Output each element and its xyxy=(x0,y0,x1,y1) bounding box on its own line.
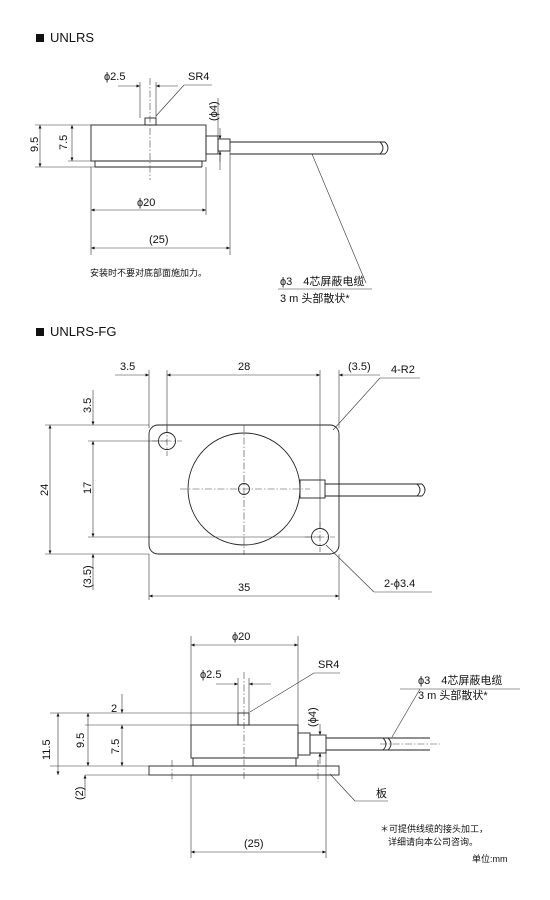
footnote-line-2: 详细请向本公司咨询。 xyxy=(388,836,478,847)
drawing-unlrs-fg-top: 3.5 28 (3.5) 4-R2 24 3.5 17 (3.5) 35 2-ϕ… xyxy=(39,361,432,600)
cable-spec: ϕ3 4芯屏蔽电缆 xyxy=(418,673,502,687)
dim-sr4: SR4 xyxy=(188,71,209,83)
sensor-body xyxy=(190,724,299,759)
dim-diameter-20: ϕ20 xyxy=(137,197,155,209)
cable-spec: ϕ3 4芯屏蔽电缆 xyxy=(280,274,364,288)
dim-width-25: (25) xyxy=(149,234,169,246)
dim-plate-thickness-2: (2) xyxy=(74,787,86,800)
dim-diameter-4: (ϕ4) xyxy=(208,101,220,121)
dim-offset-3-5-ref: (3.5) xyxy=(348,361,371,373)
dim-corner-radius: 4-R2 xyxy=(391,364,415,376)
section-title: UNLRS-FG xyxy=(50,324,117,339)
dim-button-height-2: 2 xyxy=(111,703,117,715)
dim-height-11-5: 11.5 xyxy=(41,739,53,760)
dim-hole-diameter: 2-ϕ3.4 xyxy=(384,578,415,590)
footnote-line-1: ＊可提供线缆的接头加工， xyxy=(380,823,488,834)
load-button xyxy=(144,117,157,126)
dim-height-7-5: 7.5 xyxy=(58,135,70,150)
dim-diameter-4: (ϕ4) xyxy=(307,707,319,727)
cable-gland xyxy=(205,135,219,155)
dim-height-7-5: 7.5 xyxy=(110,739,122,754)
dim-diameter-20: ϕ20 xyxy=(232,631,250,643)
dim-width-35: 35 xyxy=(238,582,250,594)
cable-length: 3 m 头部散状* xyxy=(280,291,350,305)
bullet-square-icon xyxy=(36,33,44,42)
cable-gland xyxy=(297,732,311,756)
dim-height-9-5: 9.5 xyxy=(75,733,87,748)
dim-offset-3-5: 3.5 xyxy=(120,361,135,373)
dim-offset-3-5-v-ref: (3.5) xyxy=(82,565,94,588)
dim-width-25: (25) xyxy=(244,838,264,850)
dim-hole-spacing-28: 28 xyxy=(238,361,250,373)
sensor-body xyxy=(90,124,207,162)
dim-diameter-2-5: ϕ2.5 xyxy=(104,71,125,83)
dim-height-9-5: 9.5 xyxy=(29,137,41,152)
dim-diameter-2-5: ϕ2.5 xyxy=(200,669,221,681)
unit-label: 单位:mm xyxy=(472,853,508,864)
section-header-unlrs: UNLRS xyxy=(36,30,94,45)
plate-label: 板 xyxy=(376,786,387,800)
load-button xyxy=(237,712,250,726)
cable-gland xyxy=(299,479,326,499)
section-header-unlrs-fg: UNLRS-FG xyxy=(36,324,116,339)
drawing-unlrs: ϕ2.5 SR4 (ϕ4) 9.5 7.5 ϕ20 (25) 安装时不要对底部面… xyxy=(29,71,389,305)
dim-offset-3-5-v: 3.5 xyxy=(82,398,94,413)
dim-height-24: 24 xyxy=(39,484,51,496)
dim-sr4: SR4 xyxy=(318,659,339,671)
drawing-unlrs-fg-side: ϕ20 ϕ2.5 SR4 ϕ3 4芯屏蔽电缆 3 m 头部散状* (ϕ4) 11… xyxy=(41,631,520,864)
section-title: UNLRS xyxy=(50,30,95,45)
dim-hole-spacing-17: 17 xyxy=(82,482,94,494)
install-note: 安装时不要对底部面施加力。 xyxy=(90,267,207,278)
cable-length: 3 m 头部散状* xyxy=(418,688,488,702)
bullet-square-icon xyxy=(36,327,44,336)
